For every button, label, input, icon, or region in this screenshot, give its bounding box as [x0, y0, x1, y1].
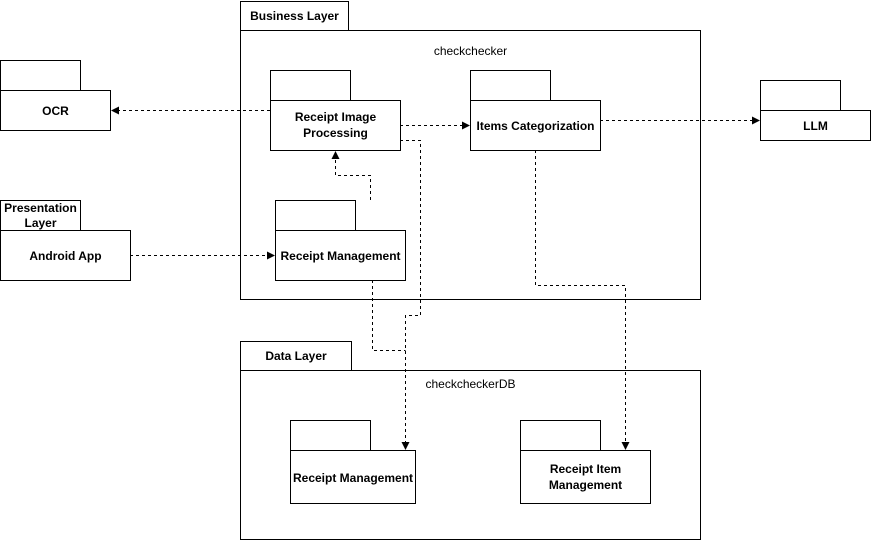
receipt-management-data-package: Receipt Management: [290, 420, 416, 504]
connector-receipt-management-to-image-processing: [331, 151, 371, 200]
receipt-management-business-tab: [275, 200, 356, 231]
presentation-layer-label-line2: Layer: [24, 216, 56, 230]
receipt-management-business-package: Receipt Management: [275, 200, 406, 281]
llm-package: LLM: [760, 80, 871, 141]
receipt-item-management-tab: [520, 420, 601, 451]
receipt-item-management-package: Receipt Item Management: [520, 420, 651, 504]
receipt-item-management-body: [520, 450, 651, 504]
data-layer-label: Data Layer: [265, 349, 327, 363]
items-categorization-body: [470, 100, 601, 151]
receipt-image-processing-tab: [270, 70, 351, 101]
ocr-tab: [0, 60, 81, 91]
android-app-body: [0, 230, 131, 281]
items-categorization-package: Items Categorization: [470, 70, 601, 151]
presentation-layer-label-line1: Presentation: [4, 201, 77, 215]
connector-image-processing-to-receipt-management-data: [400, 140, 421, 450]
connector-categorization-to-receipt-item-management: [535, 150, 630, 450]
business-layer-label: Business Layer: [250, 9, 339, 23]
items-categorization-label: Items Categorization: [476, 119, 594, 133]
receipt-management-business-label: Receipt Management: [280, 249, 400, 263]
llm-tab: [760, 80, 841, 111]
business-layer-name: checkchecker: [434, 44, 507, 58]
data-layer-tab: [240, 341, 352, 371]
receipt-management-data-body: [290, 450, 416, 504]
receipt-image-processing-label-line1: Receipt Image: [295, 110, 377, 124]
connector-receipt-management-to-receipt-management-data: [372, 280, 406, 351]
ocr-body: [0, 90, 111, 131]
receipt-image-processing-body: [270, 100, 401, 151]
ocr-label: OCR: [42, 104, 69, 118]
ocr-package: OCR: [0, 60, 111, 131]
presentation-layer-package: Presentation Layer Android App: [0, 200, 131, 281]
llm-label: LLM: [803, 119, 828, 133]
android-app-label: Android App: [29, 249, 101, 263]
items-categorization-tab: [470, 70, 551, 101]
business-layer-tab: [240, 1, 349, 31]
receipt-image-processing-package: Receipt Image Processing: [270, 70, 401, 151]
receipt-management-data-tab: [290, 420, 371, 451]
receipt-item-management-label-line1: Receipt Item: [550, 462, 621, 476]
presentation-layer-tab: [0, 200, 81, 231]
receipt-image-processing-label-line2: Processing: [303, 126, 368, 140]
receipt-management-data-label: Receipt Management: [293, 471, 413, 485]
llm-body: [760, 110, 871, 141]
data-layer-name: checkcheckerDB: [425, 377, 515, 391]
receipt-management-business-body: [275, 230, 406, 281]
receipt-item-management-label-line2: Management: [549, 478, 622, 492]
